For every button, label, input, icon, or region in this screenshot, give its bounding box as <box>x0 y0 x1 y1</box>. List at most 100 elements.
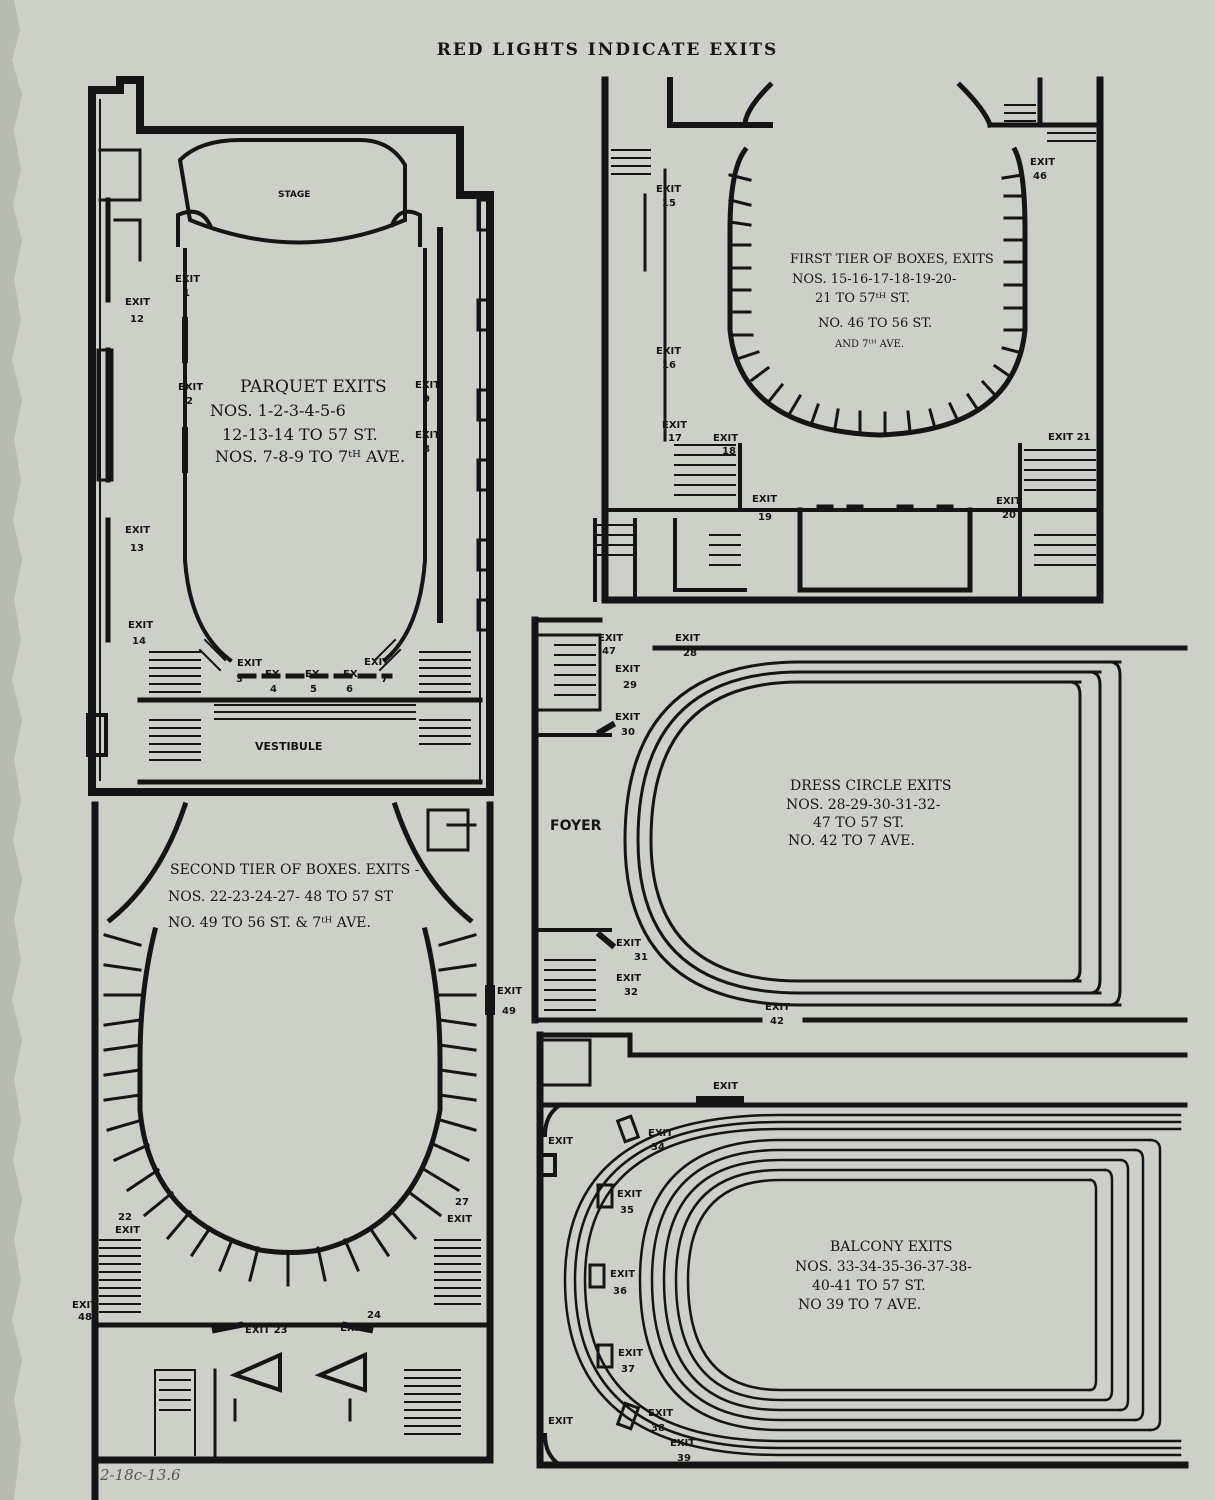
second-tier-title: SECOND TIER OF BOXES. EXITS - <box>170 862 420 878</box>
exit-46-label: EXIT <box>1030 157 1055 168</box>
exit-38-number: 38 <box>651 1423 665 1434</box>
exit-38-label: EXIT <box>648 1408 673 1419</box>
second-tier-plan <box>91 801 495 1500</box>
exit-7-number: 7 <box>381 674 388 685</box>
exit-47-number: 47 <box>602 646 616 657</box>
exit-17-number: 17 <box>668 433 682 444</box>
exit-4-label: EX <box>265 669 280 680</box>
balcony-line-1: NOS. 33-34-35-36-37-38- <box>795 1259 972 1275</box>
exit-14-label: EXIT <box>128 620 153 631</box>
exit-8-label: EXIT <box>415 430 440 441</box>
parquet-line-1: NOS. 1-2-3-4-5-6 <box>210 401 346 420</box>
exit-40-label: EXIT <box>548 1136 573 1147</box>
exit-19-label: EXIT <box>752 494 777 505</box>
exit-15-label: EXIT <box>656 184 681 195</box>
balcony-line-3: NO 39 TO 7 AVE. <box>798 1297 921 1313</box>
exit-34-label: EXIT <box>648 1128 673 1139</box>
exit-35-label: EXIT <box>617 1189 642 1200</box>
exit-46-number: 46 <box>1033 171 1047 182</box>
dress-circle-title: DRESS CIRCLE EXITS <box>790 778 951 794</box>
exit-9-number: 9 <box>423 394 430 405</box>
exit-31-number: 31 <box>634 952 648 963</box>
exit-27-label: EXIT <box>447 1214 472 1225</box>
exit-28-label: EXIT <box>675 633 700 644</box>
exit-3-number: 3 <box>236 674 243 685</box>
exit-42-label: EXIT <box>765 1002 790 1013</box>
exit-36-label: EXIT <box>610 1269 635 1280</box>
exit-12-label: EXIT <box>125 297 150 308</box>
exit-20-number: 20 <box>1002 510 1016 521</box>
exit-41-label: EXIT <box>548 1416 573 1427</box>
exit-37-number: 37 <box>621 1364 635 1375</box>
exit-6-number: 6 <box>346 684 353 695</box>
exit-1-number: 1 <box>183 288 190 299</box>
exit-32-number: 32 <box>624 987 638 998</box>
balcony-title: BALCONY EXITS <box>830 1239 952 1255</box>
exit-6-label: EX <box>343 669 358 680</box>
first-tier-line-2: 21 TO 57ᵗᴴ ST. <box>815 291 910 306</box>
exit-27-number: 27 <box>455 1197 469 1208</box>
exit-8-number: 8 <box>423 444 430 455</box>
parquet-line-3: NOS. 7-8-9 TO 7ᵗᴴ AVE. <box>215 447 405 466</box>
exit-49-label: EXIT <box>497 986 522 997</box>
exit-23-label: EXIT 23 <box>245 1325 288 1336</box>
exit-18-number: 18 <box>722 446 736 457</box>
first-tier-plan <box>593 76 1104 604</box>
exit-33-label: EXIT <box>713 1081 738 1092</box>
exit-1-label: EXIT <box>175 274 200 285</box>
exit-42-number: 42 <box>770 1016 784 1027</box>
vestibule-label: VESTIBULE <box>255 740 322 753</box>
exit-13-label: EXIT <box>125 525 150 536</box>
first-tier-line-4: AND 7ᵗᴴ AVE. <box>834 339 904 350</box>
first-tier-title: FIRST TIER OF BOXES, EXITS <box>790 252 994 267</box>
dress-circle-line-3: NO. 42 TO 7 AVE. <box>788 833 915 849</box>
exit-48-label: EXIT <box>72 1300 97 1311</box>
second-tier-box-partitions <box>103 933 477 1287</box>
stage-label: STAGE <box>278 190 310 200</box>
exit-36-number: 36 <box>613 1286 627 1297</box>
exit-31-label: EXIT <box>616 938 641 949</box>
parquet-line-2: 12-13-14 TO 57 ST. <box>222 425 378 444</box>
exit-4-number: 4 <box>270 684 277 695</box>
exit-16-label: EXIT <box>656 346 681 357</box>
exit-9-label: EXIT <box>415 380 440 391</box>
exit-22-label: EXIT <box>115 1225 140 1236</box>
exit-48-number: 48 <box>78 1312 92 1323</box>
exit-7-label: EXIT <box>364 657 389 668</box>
exit-29-number: 29 <box>623 680 637 691</box>
exit-16-number: 16 <box>662 360 676 371</box>
exit-29-label: EXIT <box>615 664 640 675</box>
foyer-label: FOYER <box>550 818 602 834</box>
exit-12-number: 12 <box>130 314 144 325</box>
exit-39-label: EXIT <box>670 1438 695 1449</box>
first-tier-line-1: NOS. 15-16-17-18-19-20- <box>792 272 956 287</box>
exit-15-number: 15 <box>662 198 676 209</box>
exit-35-number: 35 <box>620 1205 634 1216</box>
parquet-plan <box>86 76 494 796</box>
exit-22-number: 22 <box>118 1212 132 1223</box>
exit-5-label: EX <box>305 669 320 680</box>
balcony-plan <box>536 1031 1189 1469</box>
exit-17-label: EXIT <box>662 420 687 431</box>
page-header: RED LIGHTS INDICATE EXITS <box>436 40 779 60</box>
exit-49-number: 49 <box>502 1006 516 1017</box>
exit-20-label: EXIT <box>996 496 1021 507</box>
exit-24-label: EXIT <box>340 1323 365 1334</box>
balcony-rows <box>563 1113 1182 1457</box>
parquet-title: PARQUET EXITS <box>240 377 387 397</box>
handwritten-annotation: 2-18c-13.6 <box>100 1466 181 1484</box>
dress-circle-line-1: NOS. 28-29-30-31-32- <box>786 797 941 813</box>
exit-2-number: 2 <box>186 396 193 407</box>
balcony-line-2: 40-41 TO 57 ST. <box>812 1278 926 1294</box>
exit-37-label: EXIT <box>618 1348 643 1359</box>
exit-34-number: 34 <box>651 1142 665 1153</box>
exit-32-label: EXIT <box>616 973 641 984</box>
second-tier-line-1: NOS. 22-23-24-27- 48 TO 57 ST <box>168 889 394 905</box>
exit-47-label: EXIT <box>598 633 623 644</box>
exit-30-number: 30 <box>621 727 635 738</box>
dress-circle-line-2: 47 TO 57 ST. <box>813 815 904 831</box>
dress-circle-plan <box>531 616 1188 1024</box>
exit-21-label: EXIT 21 <box>1048 432 1091 443</box>
